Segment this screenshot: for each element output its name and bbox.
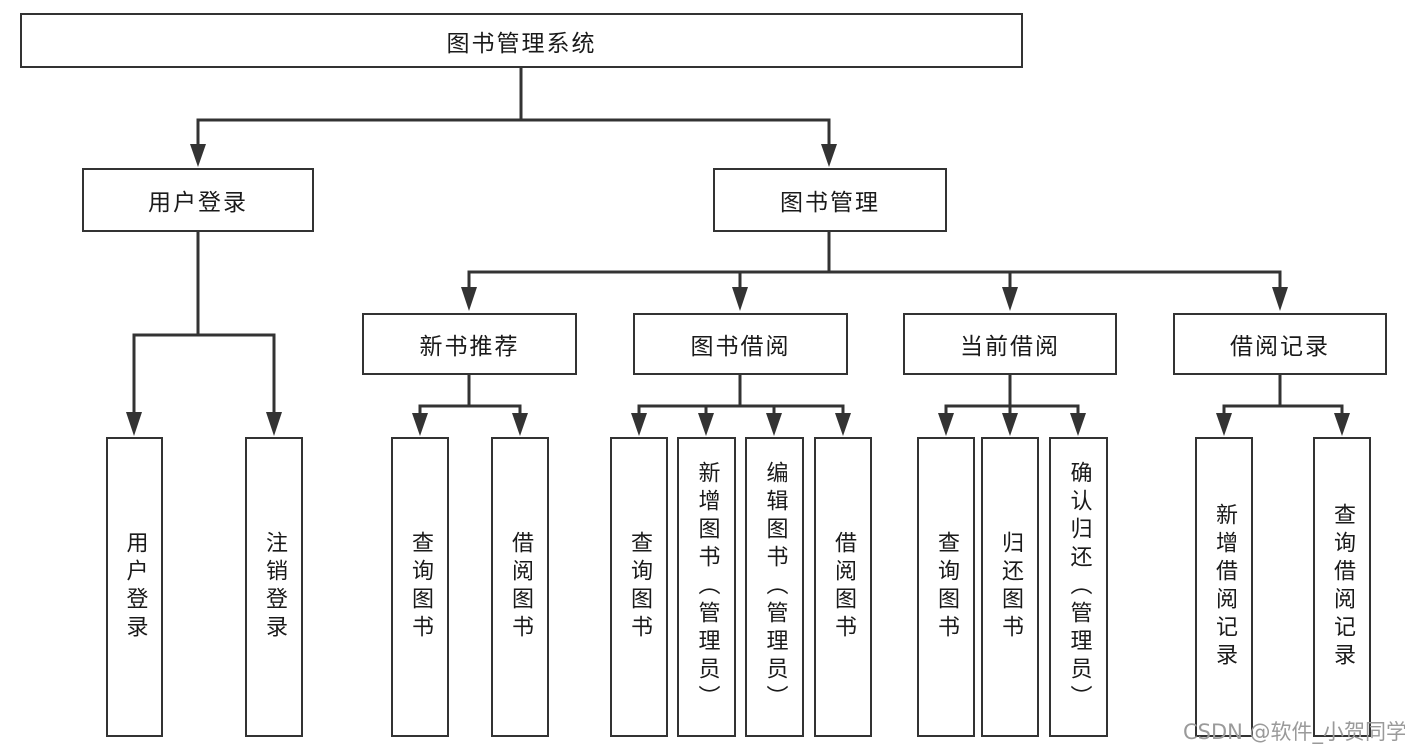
leaf-logout: 注销登录 [245, 437, 303, 737]
leaf-borrow-books: 借阅图书 [814, 437, 872, 737]
leaf-query-books-recommend: 查询图书 [391, 437, 449, 737]
node-new-book-recommend: 新书推荐 [362, 313, 577, 375]
node-label: 用户登录 [148, 190, 248, 216]
node-label: 借阅图书 [831, 531, 856, 643]
node-label: 查询图书 [408, 531, 433, 643]
leaf-confirm-return-admin: 确认归还（管理员） [1049, 437, 1108, 737]
leaf-add-borrow-record: 新增借阅记录 [1195, 437, 1253, 737]
node-label: 图书管理系统 [446, 30, 597, 57]
watermark: CSDN @软件_小贺同学 [1183, 720, 1405, 744]
leaf-borrow-books-recommend: 借阅图书 [491, 437, 549, 737]
leaf-return-book: 归还图书 [981, 437, 1039, 737]
leaf-query-books-borrow: 查询图书 [610, 437, 668, 737]
leaf-query-books-current: 查询图书 [917, 437, 975, 737]
node-label: 当前借阅 [960, 334, 1060, 360]
node-user-login: 用户登录 [82, 168, 314, 232]
node-label: 借阅记录 [1230, 334, 1330, 360]
leaf-user-login: 用户登录 [106, 437, 163, 737]
node-label: 归还图书 [998, 531, 1023, 643]
node-label: 用户登录 [122, 531, 148, 643]
node-label: 借阅图书 [508, 531, 533, 643]
node-label: 查询借阅记录 [1330, 503, 1355, 671]
node-label: 查询图书 [934, 531, 959, 643]
node-label: 新增图书（管理员） [694, 461, 720, 713]
node-current-borrow: 当前借阅 [903, 313, 1117, 375]
leaf-add-book-admin: 新增图书（管理员） [677, 437, 736, 737]
node-library-management-system: 图书管理系统 [20, 13, 1023, 68]
node-label: 图书借阅 [690, 334, 791, 360]
node-label: 确认归还（管理员） [1066, 461, 1092, 713]
node-label: 查询图书 [627, 531, 652, 643]
leaf-query-borrow-record: 查询借阅记录 [1313, 437, 1371, 737]
node-label: 注销登录 [262, 531, 287, 643]
node-book-management: 图书管理 [713, 168, 947, 232]
node-label: 编辑图书（管理员） [762, 461, 788, 713]
leaf-edit-book-admin: 编辑图书（管理员） [745, 437, 804, 737]
node-book-borrow: 图书借阅 [633, 313, 848, 375]
node-borrow-records: 借阅记录 [1173, 313, 1387, 375]
node-label: 新增借阅记录 [1212, 503, 1237, 671]
node-label: 图书管理 [780, 190, 880, 216]
node-label: 新书推荐 [419, 334, 520, 360]
